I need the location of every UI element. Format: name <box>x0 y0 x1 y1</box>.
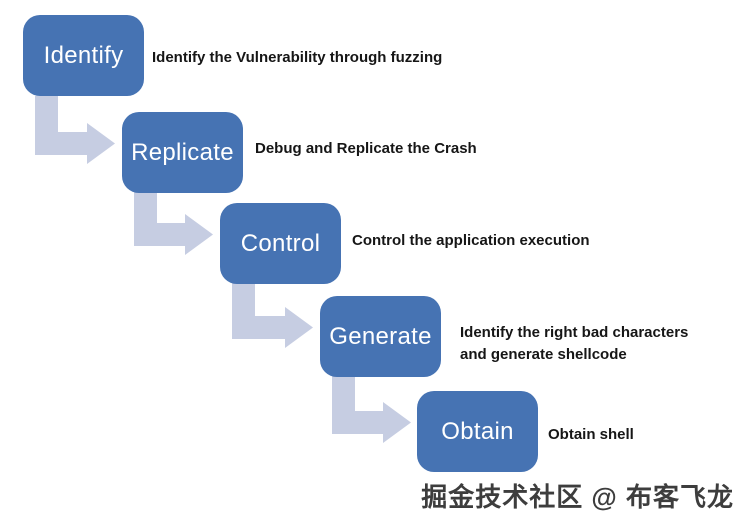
step-description-replicate: Debug and Replicate the Crash <box>255 140 477 157</box>
step-label: Identify <box>43 41 124 69</box>
step-node-obtain: Obtain <box>417 391 538 472</box>
arrow-replicate-to-control <box>134 190 213 255</box>
step-description-generate: Identify the right bad characters and ge… <box>460 324 689 363</box>
step-description-identify: Identify the Vulnerability through fuzzi… <box>152 49 443 66</box>
watermark-text: 掘金技术社区 @ 布客飞龙 <box>421 482 734 512</box>
step-node-identify: Identify <box>23 15 144 96</box>
arrow-control-to-generate <box>232 283 313 348</box>
step-description-control: Control the application execution <box>352 232 590 249</box>
step-node-control: Control <box>220 203 341 284</box>
step-label: Control <box>240 229 321 257</box>
step-node-generate: Generate <box>320 296 441 377</box>
step-node-replicate: Replicate <box>122 112 243 193</box>
step-label: Generate <box>329 322 432 350</box>
step-description-obtain: Obtain shell <box>548 426 634 443</box>
step-label: Obtain <box>441 417 514 445</box>
arrow-generate-to-obtain <box>332 374 411 443</box>
step-label: Replicate <box>131 138 234 166</box>
arrow-identify-to-replicate <box>35 96 115 164</box>
